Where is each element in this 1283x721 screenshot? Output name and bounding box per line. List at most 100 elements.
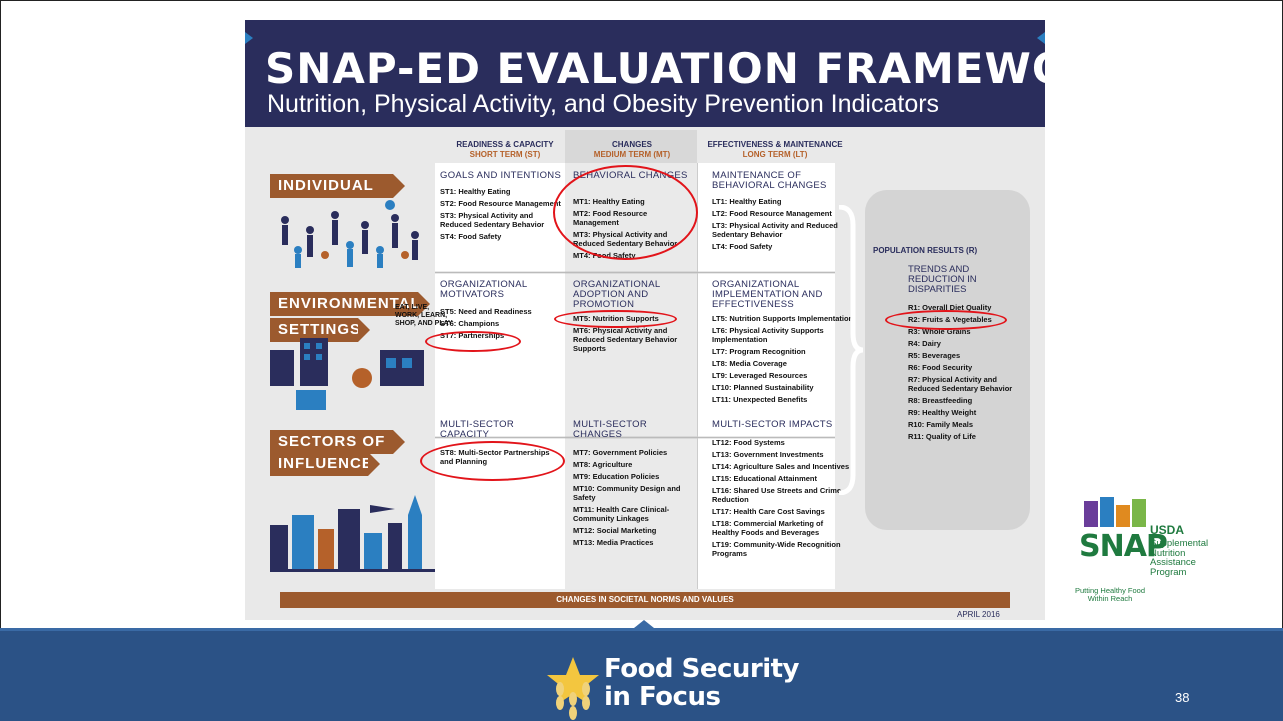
list-item: MT13: Media Practices: [573, 538, 654, 547]
list-item: LT1: Healthy Eating: [712, 197, 782, 206]
list-item: MT11: Health Care Clinical-Community Lin…: [573, 505, 670, 523]
snap-line: Program: [1150, 566, 1187, 578]
population-results-heading: POPULATION RESULTS (R): [873, 246, 978, 255]
column-header-long-term: EFFECTIVENESS & MAINTENANCE LONG TERM (L…: [700, 140, 850, 160]
list-item: LT16: Shared Use Streets and Crime Reduc…: [712, 486, 842, 504]
list-item: LT15: Educational Attainment: [712, 474, 818, 483]
column-term: LONG TERM (LT): [742, 150, 808, 159]
footer-notch: [634, 620, 654, 628]
list-item: ST2: Food Resource Management: [440, 199, 561, 208]
list-item: R8: Breastfeeding: [908, 396, 973, 405]
column-heading: EFFECTIVENESS & MAINTENANCE: [707, 140, 843, 149]
list-item: MT6: Physical Activity and Reduced Seden…: [573, 326, 678, 353]
list-item: LT10: Planned Sustainability: [712, 383, 814, 392]
row-divider: [435, 437, 835, 438]
sectors-st-title: MULTI-SECTOR CAPACITY: [440, 419, 514, 440]
list-item: R6: Food Security: [908, 363, 973, 372]
column-divider: [697, 163, 698, 589]
individual-lt-title: MAINTENANCE OF BEHAVIORAL CHANGES: [712, 170, 827, 191]
list-item: R3: Whole Grains: [908, 327, 971, 336]
environment-illustration: [270, 338, 424, 410]
highlight-oval-behavioral-changes: [553, 165, 698, 260]
footer-brand-line: in Focus: [604, 682, 721, 712]
environment-tagline: EAT, LIVE, WORK, LEARN, SHOP, AND PLAY: [395, 304, 453, 327]
list-item: LT6: Physical Activity Supports Implemen…: [712, 326, 824, 344]
list-item: MT7: Government Policies: [573, 448, 668, 457]
list-item: LT7: Program Recognition: [712, 347, 806, 356]
list-item: LT14: Agriculture Sales and Incentives: [712, 462, 850, 471]
corner-triangle-left: [245, 32, 253, 44]
list-item: LT18: Commercial Marketing of Healthy Fo…: [712, 519, 824, 537]
column-header-short-term: READINESS & CAPACITY SHORT TERM (ST): [440, 140, 570, 160]
list-item: ST4: Food Safety: [440, 232, 502, 241]
list-item: LT8: Media Coverage: [712, 359, 787, 368]
list-item: LT9: Leveraged Resources: [712, 371, 808, 380]
highlight-oval-r2: [885, 310, 1007, 330]
snap-tagline: Putting Healthy Food Within Reach: [1074, 586, 1146, 603]
poster-date: APRIL 2016: [957, 610, 1000, 619]
banner-influence: INFLUENCE: [270, 452, 380, 476]
snap-program-name: Supplemental Nutrition Assistance Progra…: [1150, 539, 1208, 577]
environmental-lt-title: ORGANIZATIONAL IMPLEMENTATION AND EFFECT…: [712, 279, 823, 310]
list-item: MT10: Community Design and Safety: [573, 484, 681, 502]
individual-st-title: GOALS AND INTENTIONS: [440, 170, 562, 181]
list-item: R9: Healthy Weight: [908, 408, 977, 417]
footer-bar: [0, 628, 1283, 721]
footer-accent-line: [0, 628, 1283, 631]
trends-heading: TRENDS AND REDUCTION IN DISPARITIES: [908, 264, 977, 295]
list-item: LT17: Health Care Cost Savings: [712, 507, 825, 516]
list-item: MT8: Agriculture: [573, 460, 633, 469]
environmental-lt-list: LT5: Nutrition Supports Implementation L…: [712, 314, 857, 407]
column-heading: CHANGES: [611, 140, 652, 149]
column-heading: READINESS & CAPACITY: [456, 140, 554, 149]
framework-poster: SNAP-ED EVALUATION FRAMEWORK Nutrition, …: [245, 20, 1045, 620]
corner-triangle-right: [1037, 32, 1045, 44]
highlight-oval-st7: [425, 331, 521, 352]
snap-wordmark: SNAP: [1079, 529, 1168, 564]
column-term: SHORT TERM (ST): [469, 150, 541, 159]
list-item: R4: Dairy: [908, 339, 941, 348]
column-header-medium-term: CHANGES MEDIUM TERM (MT): [567, 140, 697, 160]
produce-icon: [1084, 497, 1146, 527]
list-item: LT11: Unexpected Benefits: [712, 395, 808, 404]
environmental-st-title: ORGANIZATIONAL MOTIVATORS: [440, 279, 528, 300]
city-illustration: [270, 495, 435, 572]
list-item: LT4: Food Safety: [712, 242, 773, 251]
page-number: 38: [1175, 690, 1190, 705]
list-item: LT2: Food Resource Management: [712, 209, 832, 218]
list-item: R1: Overall Diet Quality: [908, 303, 992, 312]
snap-logo: SNAP USDA Supplemental Nutrition Assista…: [1064, 473, 1239, 603]
list-item: LT5: Nutrition Supports Implementation: [712, 314, 854, 323]
list-item: R5: Beverages: [908, 351, 961, 360]
highlight-oval-mt5: [554, 310, 677, 328]
list-item: LT19: Community-Wide Recognition Program…: [712, 540, 841, 558]
list-item: R11: Quality of Life: [908, 432, 976, 441]
column-term: MEDIUM TERM (MT): [593, 150, 671, 159]
sectors-lt-title: MULTI-SECTOR IMPACTS: [712, 419, 833, 430]
sectors-mt-title: MULTI-SECTOR CHANGES: [573, 419, 647, 440]
row-divider: [435, 272, 835, 273]
poster-title: SNAP-ED EVALUATION FRAMEWORK: [265, 44, 1045, 93]
list-item: R10: Family Meals: [908, 420, 974, 429]
individual-st-list: ST1: Healthy Eating ST2: Food Resource M…: [440, 187, 565, 244]
list-item: ST1: Healthy Eating: [440, 187, 511, 196]
list-item: LT3: Physical Activity and Reduced Seden…: [712, 221, 838, 239]
grouping-brace: [838, 205, 864, 495]
list-item: ST5: Need and Readiness: [440, 307, 532, 316]
footer-brand: Food Security in Focus: [604, 654, 800, 712]
usda-label: USDA: [1150, 523, 1185, 537]
societal-norms-bar: CHANGES IN SOCIETAL NORMS AND VALUES: [280, 592, 1010, 608]
individual-lt-list: LT1: Healthy Eating LT2: Food Resource M…: [712, 197, 852, 254]
banner-sectors-of: SECTORS OF: [270, 430, 405, 454]
highlight-oval-st8: [420, 441, 565, 481]
individual-illustration: [281, 200, 419, 268]
snap-line: Assistance: [1150, 557, 1196, 568]
wheat-star-icon: [547, 657, 599, 720]
footer-brand-line: Food Security: [604, 654, 800, 684]
snap-line: Supplemental: [1150, 538, 1209, 549]
snap-line: Nutrition: [1150, 547, 1186, 559]
list-item: ST6: Champions: [440, 319, 500, 328]
banner-individual: INDIVIDUAL: [270, 174, 405, 198]
population-results-panel: [865, 190, 1030, 530]
list-item: R7: Physical Activity and Reduced Sedent…: [908, 375, 1013, 393]
